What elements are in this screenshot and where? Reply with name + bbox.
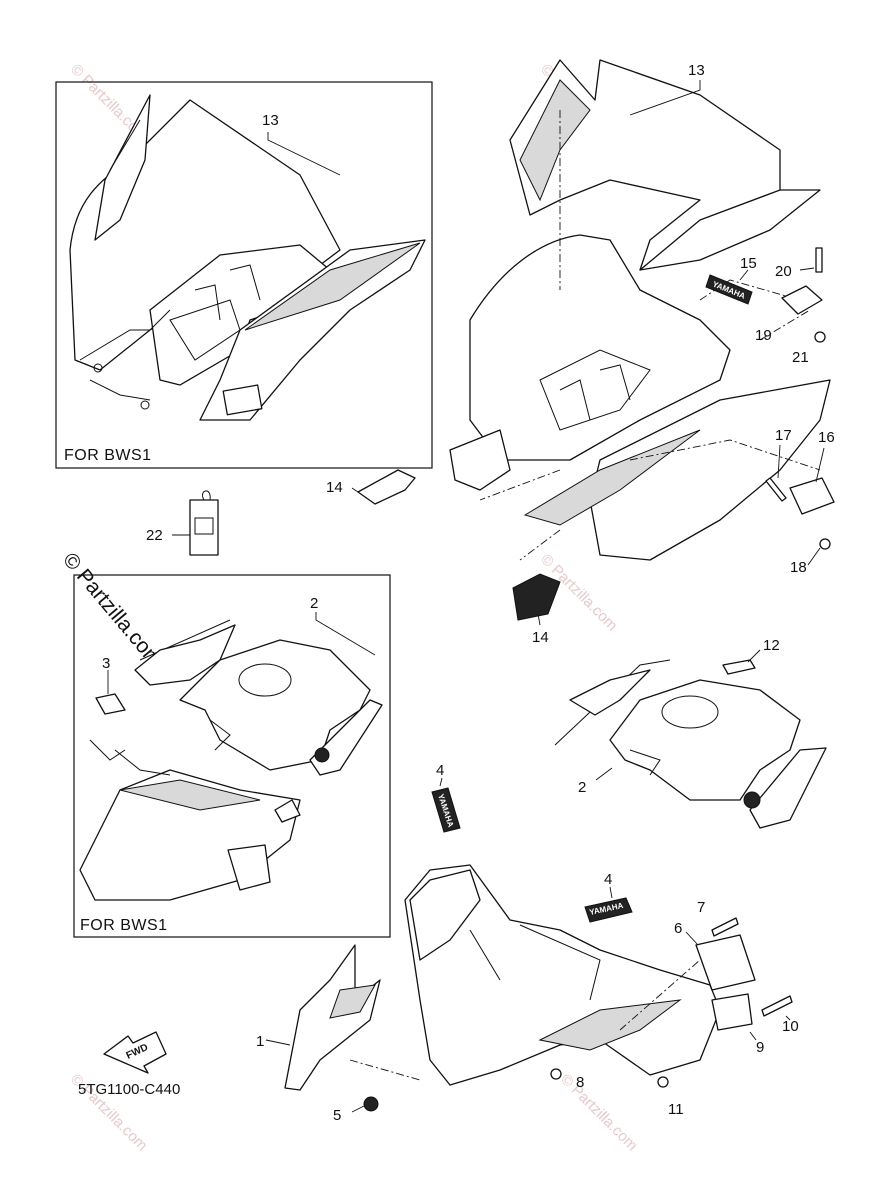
callout-2-inset: 2 [310,595,318,612]
side-decal-1-stripe [329,984,376,1019]
tag-22 [189,499,219,556]
rear-fender [589,379,831,561]
tag-22-group: 22 [146,490,219,556]
fender-stripe-inset [119,779,261,811]
fwd-arrow [103,1031,167,1074]
callout-11: 11 [668,1101,684,1118]
bolt-20 [815,247,823,273]
yamaha-decal-4-lower [584,897,633,923]
plate-16 [789,477,835,515]
inset-box-top: 13 FOR BWS1 [55,81,433,469]
windscreen-decal [94,94,151,241]
plate-inset [227,844,271,891]
fender-stripe-lower [538,999,682,1051]
fwd-arrow-group: FWD 5TG1100-C440 [78,1031,180,1098]
small-decal-inset [274,799,301,823]
callout-21: 21 [792,349,809,366]
inset-box-middle: 3 2 FOR BWS1 [73,574,391,938]
callout-10: 10 [782,1018,799,1035]
front-fender-group: YAMAHA 4 YAMAHA 4 1 5 6 7 9 [256,762,799,1124]
callout-8: 8 [576,1074,584,1091]
side-decal-12 [569,669,651,716]
callout-3: 3 [102,655,110,672]
side-cowl [199,239,426,421]
diagram-code: 5TG1100-C440 [78,1081,180,1098]
washer-8 [550,1068,562,1080]
yamaha-decal-15 [705,274,753,305]
decal-14-upper [357,469,416,505]
fender-nose [409,869,481,961]
inset-frame [55,81,433,469]
callout-19: 19 [755,327,772,344]
callout-4-lower: 4 [604,871,612,888]
washer-21 [814,331,826,343]
callout-20: 20 [775,263,792,280]
callout-18: 18 [790,559,807,576]
left-trim [449,429,511,491]
small-plate [222,384,263,416]
callout-12: 12 [763,637,780,654]
rivet-17 [765,477,787,502]
rear-assembly: 13 YAMAHA 15 20 19 21 17 16 18 14 14 [326,59,835,646]
plate-6 [695,934,756,991]
side-cover-2 [749,747,827,829]
callout-7: 7 [697,899,705,916]
grommet-5 [363,1096,379,1112]
tank-cover-group: 12 2 [554,637,827,829]
callout-15: 15 [740,255,757,272]
callout-13-inset: 13 [262,112,279,129]
inset-label-top: FOR BWS1 [64,447,152,464]
plate-9 [711,993,753,1031]
callout-14-lower: 14 [532,629,549,646]
seat-body [469,234,731,461]
grommet-2 [743,791,761,809]
windscreen-stripe [519,79,591,202]
stripe-12 [722,659,756,675]
side-decal-main [639,189,821,271]
side-stripe [244,242,421,331]
grommet-inset [314,747,330,763]
yamaha-decal-4-upper [431,787,461,833]
washer-18 [819,538,831,550]
callout-22: 22 [146,527,163,544]
inset-frame [73,574,391,938]
rivet-7 [711,917,739,937]
decal-14-lower [512,573,561,621]
watermark: © Partzilla.com [557,1071,640,1154]
callout-1: 1 [256,1033,264,1050]
rivet-10 [761,995,793,1017]
front-fender [404,864,721,1086]
decal-3 [95,693,126,715]
callout-13: 13 [688,62,705,79]
washer-11 [657,1076,669,1088]
plate-19 [781,285,823,315]
fender-stripe [523,429,701,526]
callout-5: 5 [333,1107,341,1124]
callout-6: 6 [674,920,682,937]
callout-14-upper: 14 [326,479,343,496]
callout-16: 16 [818,429,835,446]
callout-4-upper: 4 [436,762,444,779]
callout-9: 9 [756,1039,764,1056]
side-decal-inset [134,624,236,686]
tank-cover-2 [609,679,801,801]
callout-17: 17 [775,427,792,444]
inset-label-middle: FOR BWS1 [80,917,168,934]
callout-2: 2 [578,779,586,796]
